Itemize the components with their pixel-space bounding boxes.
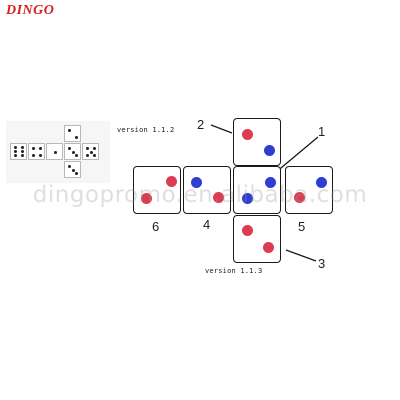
blue-dot <box>265 177 276 188</box>
blue-dot <box>242 193 253 204</box>
reference-face-2 <box>28 143 45 160</box>
die-face-1 <box>233 166 281 214</box>
callout-line-3 <box>285 249 317 262</box>
blue-dot <box>191 177 202 188</box>
blue-dot <box>264 145 275 156</box>
red-dot <box>294 192 305 203</box>
reference-face-4 <box>64 143 81 160</box>
brand-logo: DINGO <box>6 3 55 18</box>
watermark: dingopromo.en.alibaba.com <box>32 182 368 208</box>
reference-face-5 <box>82 143 99 160</box>
net-version-label: version 1.1.3 <box>205 267 263 275</box>
reference-face-1 <box>10 143 27 160</box>
red-dot <box>263 242 274 253</box>
red-dot <box>242 225 253 236</box>
die-face-top <box>233 118 281 166</box>
reference-face-3 <box>46 143 63 160</box>
red-dot <box>166 176 177 187</box>
face-number-4: 4 <box>203 217 211 232</box>
face-number-5: 5 <box>298 219 306 234</box>
reference-dice-net-image <box>6 121 110 183</box>
die-face-5 <box>285 166 333 214</box>
callout-number-1: 1 <box>318 124 326 139</box>
reference-face-top <box>64 125 81 142</box>
blue-dot <box>316 177 327 188</box>
face-number-6: 6 <box>152 219 160 234</box>
die-face-4 <box>183 166 231 214</box>
callout-line-2 <box>210 124 233 134</box>
die-face-bottom <box>233 215 281 263</box>
red-dot <box>213 192 224 203</box>
red-dot <box>242 129 253 140</box>
callout-number-3: 3 <box>318 256 326 271</box>
callout-number-2: 2 <box>197 117 205 132</box>
die-face-6 <box>133 166 181 214</box>
reference-version-label: version 1.1.2 <box>117 126 175 134</box>
red-dot <box>141 193 152 204</box>
reference-face-bottom <box>64 161 81 178</box>
